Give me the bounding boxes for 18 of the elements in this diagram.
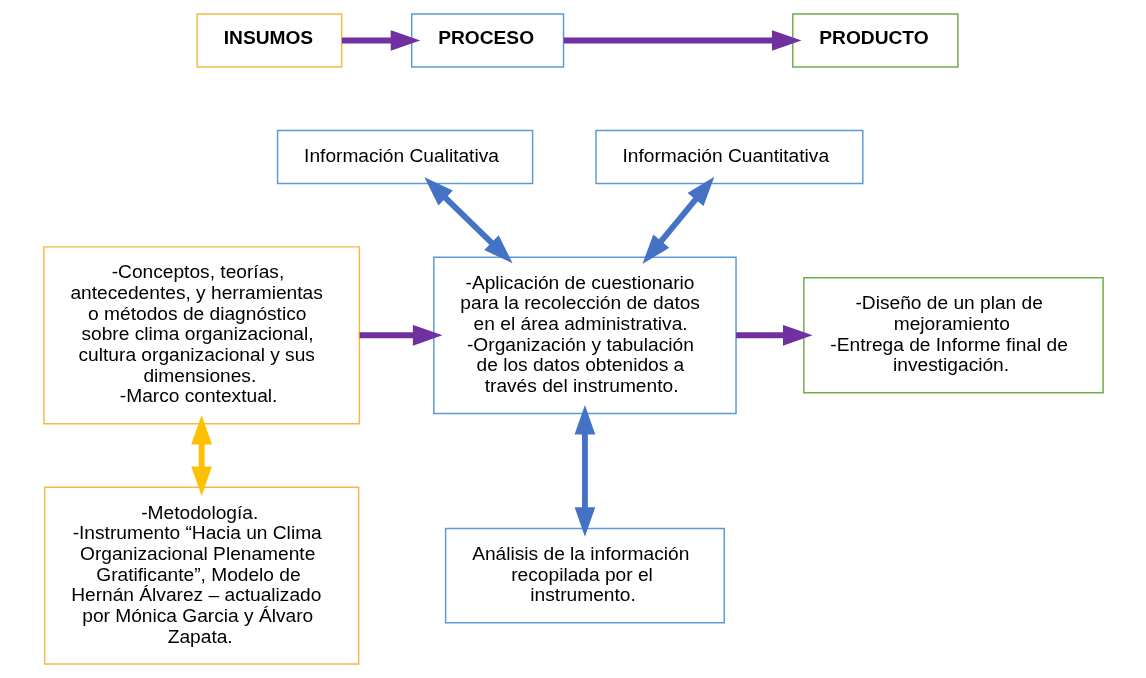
node-box: Información Cualitativa xyxy=(276,129,533,185)
node-box: -Aplicación de cuestionario para la recolección de datos en el área administrativa. -Organización y tabulación de los datos obtenidos a través del instrumento. xyxy=(432,256,737,415)
node-box: -Metodología. -Instrumento “Hacia un Clima Organizacional Plenamente Gratificante”, Modelo de Hernán Álvarez – actualizado por Mónica Garcia y Álvaro Zapata. xyxy=(43,486,359,665)
node-box: Análisis de la información recopilada por el instrumento. xyxy=(444,527,725,624)
arrow xyxy=(574,404,595,537)
arrow xyxy=(190,414,212,497)
arrow xyxy=(735,324,812,346)
node-box: -Diseño de un plan de mejoramiento -Entrega de Informe final de investigación. xyxy=(802,277,1104,394)
arrow xyxy=(341,30,420,51)
arrow xyxy=(641,176,714,264)
arrow xyxy=(563,30,801,51)
node-box: -Conceptos, teorías, antecedentes, y herramientas o métodos de diagnóstico sobre clima organizacional, cultura organizacional y sus dimensiones. -Marco contextual. xyxy=(42,246,360,425)
arrow xyxy=(423,177,513,264)
node-box: Información Cuantitativa xyxy=(594,129,864,185)
arrow xyxy=(359,324,442,346)
node-box: PROCESO xyxy=(410,13,564,68)
node-box: INSUMOS xyxy=(195,13,342,68)
node-box: PRODUCTO xyxy=(791,13,959,68)
